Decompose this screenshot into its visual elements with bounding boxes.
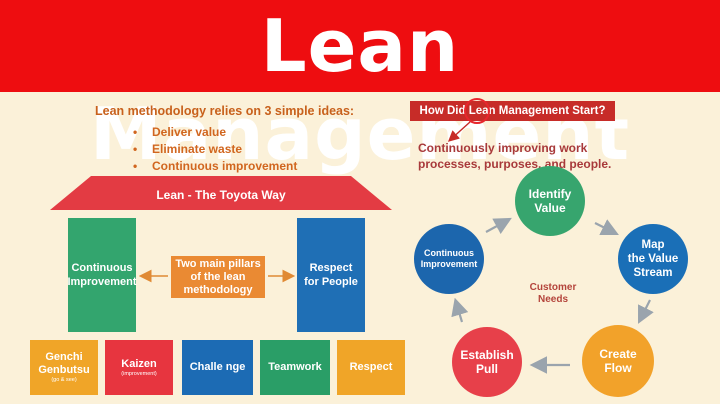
base-block-label: Challe nge <box>189 361 246 373</box>
base-block-label: Teamwork <box>268 361 322 373</box>
pillar-continuous-improvement: Continuous Improvement <box>67 218 137 332</box>
cycle-step-establish-pull: Establish Pull <box>452 327 522 397</box>
pillar-respect-for-people: Respect for People <box>297 218 365 332</box>
base-block-genchi-genbutsu: Genchi Genbutsu (go & see) <box>30 340 98 395</box>
house-roof <box>50 176 392 210</box>
house-roof-label: Lean - The Toyota Way <box>156 188 286 202</box>
page-title: Lean Management <box>90 4 630 176</box>
base-block-label: Respect <box>349 361 393 373</box>
bullet-continuous-improvement: Continuous improvement <box>133 158 297 175</box>
pillars-caption-box: Two main pillars of the lean methodology <box>171 256 265 298</box>
base-block-sublabel: (improvement) <box>121 370 157 377</box>
cycle-step-continuous-improvement: Continuous Improvement <box>414 224 484 294</box>
bullet-eliminate-waste: Eliminate waste <box>133 141 297 158</box>
intro-heading: Lean methodology relies on 3 simple idea… <box>95 104 355 118</box>
cycle-step-identify-value: Identify Value <box>515 166 585 236</box>
base-block-challenge: Challe nge <box>182 340 253 395</box>
base-block-respect: Respect <box>337 340 405 395</box>
cycle-arrow-1 <box>594 219 619 235</box>
base-block-label: Genchi Genbutsu <box>38 351 90 376</box>
cycle-arrow-4 <box>451 297 469 323</box>
intro-bullet-list: Deliver value Eliminate waste Continuous… <box>133 124 297 175</box>
highlight-ring <box>464 98 490 124</box>
origin-description: Continuously improving work processes, p… <box>418 141 612 171</box>
bullet-deliver-value: Deliver value <box>133 124 297 141</box>
base-block-teamwork: Teamwork <box>260 340 330 395</box>
base-block-label: Kaizen <box>121 357 157 370</box>
title-banner: Lean Management <box>0 0 720 176</box>
origin-question-box: How Did Lean Management Start? <box>410 101 615 121</box>
cycle-step-create-flow: Create Flow <box>582 325 654 397</box>
base-block-sublabel: (go & see) <box>51 377 77 383</box>
cycle-center-label: Customer Needs <box>529 282 577 305</box>
cycle-step-map-value-stream: Map the Value Stream <box>618 224 688 294</box>
base-block-kaizen: Kaizen (improvement) <box>105 340 173 395</box>
cycle-arrow-5 <box>485 217 512 235</box>
cycle-arrow-2 <box>638 299 654 324</box>
